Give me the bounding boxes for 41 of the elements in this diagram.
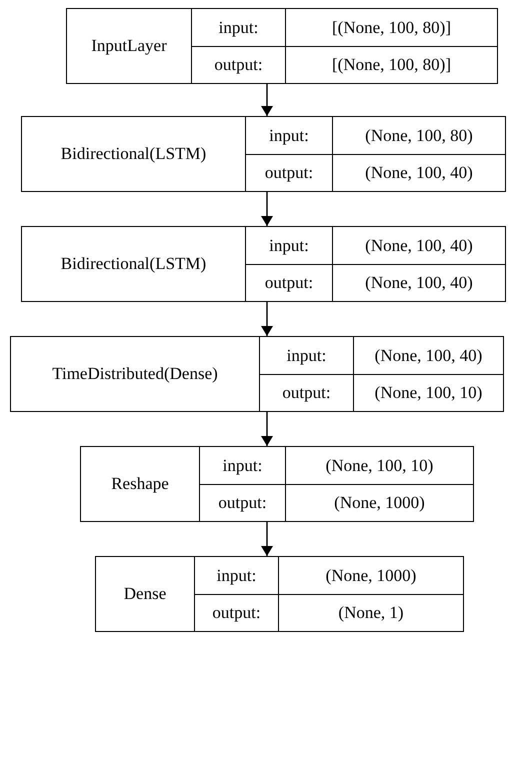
port-label: output:	[245, 264, 332, 301]
port-label: input:	[199, 447, 285, 484]
port-label: input:	[194, 557, 278, 594]
shape-value: (None, 100, 10)	[353, 374, 503, 411]
port-label: output:	[199, 484, 285, 521]
layer-name: Dense	[122, 583, 168, 605]
arrow	[261, 192, 273, 226]
port-label: input:	[259, 337, 353, 374]
shape-value: (None, 100, 40)	[332, 264, 505, 301]
layer-table	[10, 336, 504, 412]
arrow	[261, 412, 273, 446]
shape-value: [(None, 100, 80)]	[285, 46, 497, 83]
shape-value: (None, 100, 40)	[353, 337, 503, 374]
port-label: input:	[191, 9, 285, 46]
layer-table	[21, 116, 506, 192]
shape-value: (None, 1000)	[278, 557, 463, 594]
shape-value: (None, 1000)	[285, 484, 473, 521]
port-label: output:	[191, 46, 285, 83]
port-label: input:	[245, 227, 332, 264]
layer-name: Bidirectional(LSTM)	[60, 253, 208, 275]
layer-table	[66, 8, 498, 84]
layer-name: InputLayer	[90, 35, 168, 57]
shape-value: (None, 100, 40)	[332, 154, 505, 191]
layer-table	[95, 556, 464, 632]
shape-value: (None, 100, 10)	[285, 447, 473, 484]
layer-name: Bidirectional(LSTM)	[60, 143, 208, 165]
arrow	[261, 522, 273, 556]
port-label: output:	[194, 594, 278, 631]
shape-value: [(None, 100, 80)]	[285, 9, 497, 46]
shape-value: (None, 100, 80)	[332, 117, 505, 154]
layer-name: TimeDistributed(Dense)	[51, 363, 219, 385]
shape-value: (None, 100, 40)	[332, 227, 505, 264]
port-label: output:	[259, 374, 353, 411]
shape-value: (None, 1)	[278, 594, 463, 631]
layer-name: Reshape	[110, 473, 170, 495]
arrow	[261, 84, 273, 116]
layer-table	[21, 226, 506, 302]
port-label: output:	[245, 154, 332, 191]
layer-table	[80, 446, 474, 522]
port-label: input:	[245, 117, 332, 154]
arrow	[261, 302, 273, 336]
